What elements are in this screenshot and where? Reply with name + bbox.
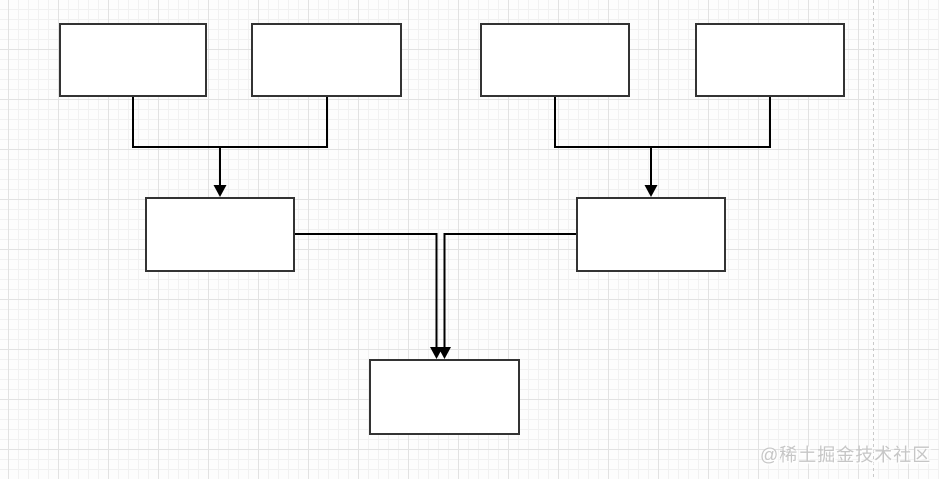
diagram-node-bottom-box[interactable] bbox=[369, 359, 520, 435]
diagram-node-top-box-2[interactable] bbox=[251, 23, 402, 97]
diagram-node-top-box-3[interactable] bbox=[480, 23, 630, 97]
connector-mid-left-to-bottom[interactable] bbox=[295, 233, 443, 359]
connector-merge-left-pair[interactable] bbox=[132, 97, 328, 148]
diagram-node-mid-right-box[interactable] bbox=[576, 197, 726, 272]
connector-mid-right-to-bottom[interactable] bbox=[438, 233, 577, 359]
diagram-node-top-box-4[interactable] bbox=[695, 23, 845, 97]
watermark: @稀土掘金技术社区 bbox=[760, 445, 932, 465]
diagram-node-mid-left-box[interactable] bbox=[145, 197, 295, 272]
diagram-node-top-box-1[interactable] bbox=[59, 23, 207, 97]
connector-merge-right-pair[interactable] bbox=[554, 97, 771, 148]
